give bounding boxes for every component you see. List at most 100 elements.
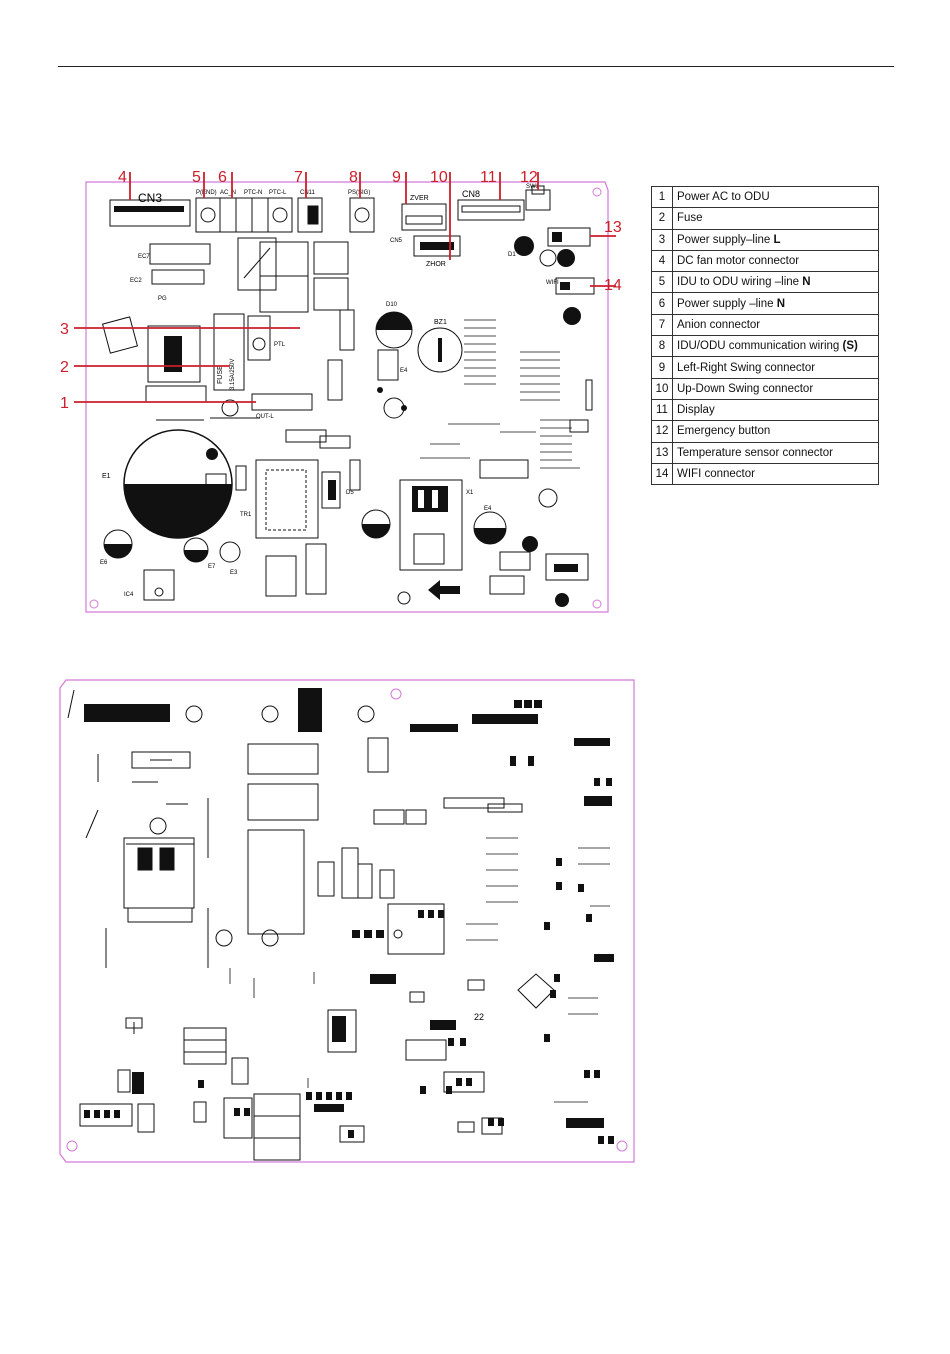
label-ptcl: PTC-L — [269, 190, 287, 196]
label-fuse-rating: 3.15A/250V — [230, 359, 236, 390]
label-zver: ZVER — [410, 195, 429, 202]
label-d10: D10 — [386, 302, 398, 308]
legend-row: 10 Up-Down Swing connector — [651, 377, 879, 400]
callout-11: 11 — [480, 169, 497, 186]
legend-description: IDU/ODU communication wiring (S) — [672, 335, 879, 358]
legend-text: Power supply –line — [677, 297, 777, 310]
legend-text: Left-Right Swing connector — [677, 361, 816, 374]
legend-text: Anion connector — [677, 318, 761, 331]
legend-description: Up-Down Swing connector — [672, 377, 879, 400]
legend-text: Temperature sensor connector — [677, 446, 833, 459]
label-e6: E6 — [100, 560, 108, 566]
legend-emphasis: N — [802, 276, 811, 289]
legend-row: 2 Fuse — [651, 207, 879, 230]
callout-9: 9 — [392, 169, 401, 186]
label-x1: X1 — [466, 490, 474, 496]
legend-description: IDU to ODU wiring –line N — [672, 271, 879, 294]
label-ec7: EC7 — [138, 254, 150, 260]
legend-description: Anion connector — [672, 313, 879, 337]
legend-number: 14 — [651, 462, 673, 486]
legend-row: 1 Power AC to ODU — [651, 185, 879, 209]
label-d1: D1 — [508, 252, 516, 258]
legend-text: Emergency button — [677, 425, 771, 438]
label-ptcn: PTC-N — [244, 190, 262, 196]
label-ptl: PTL — [274, 342, 286, 348]
legend-description: Fuse — [672, 207, 879, 230]
label-e7: E7 — [208, 564, 216, 570]
legend-emphasis: (S) — [842, 340, 858, 353]
label-tr1: TR1 — [240, 512, 252, 518]
legend-emphasis: L — [773, 233, 781, 246]
label-e1: E1 — [102, 473, 111, 480]
legend-description: Power supply –line N — [672, 292, 879, 315]
label-outl: OUT-L — [256, 414, 274, 420]
label-cn5: CN5 — [390, 238, 403, 244]
header-rule — [58, 66, 894, 67]
legend-row: 4 DC fan motor connector — [651, 249, 879, 273]
legend-number: 1 — [651, 185, 673, 209]
callout-2: 2 — [60, 359, 69, 376]
label-zhor: ZHOR — [426, 261, 446, 268]
legend-number: 5 — [651, 271, 673, 294]
legend-row: 9 Left-Right Swing connector — [651, 356, 879, 379]
label-fuse: FUSE — [217, 365, 224, 384]
callout-5: 5 — [192, 169, 201, 186]
legend-row: 14 WIFI connector — [651, 462, 879, 486]
label-pg: PG — [158, 296, 167, 302]
label-bz1: BZ1 — [434, 319, 447, 326]
legend-number: 7 — [651, 313, 673, 337]
legend-description: DC fan motor connector — [672, 249, 879, 273]
legend-description: Power supply–line L — [672, 228, 879, 251]
legend-text: Up-Down Swing connector — [677, 382, 814, 395]
label-pend: P(END) — [196, 190, 217, 196]
legend-text: IDU to ODU wiring –line — [677, 276, 803, 289]
callout-12: 12 — [520, 169, 538, 186]
label-e3: E3 — [230, 570, 238, 576]
callout-3: 3 — [60, 321, 69, 338]
legend-row: 11 Display — [651, 398, 879, 422]
callout-14: 14 — [604, 277, 622, 294]
legend-text: WIFI connector — [677, 468, 755, 480]
legend-number: 6 — [651, 292, 673, 315]
legend-text: Fuse — [677, 212, 703, 225]
legend-description: WIFI connector — [672, 462, 879, 486]
legend-number: 2 — [651, 207, 673, 230]
legend-number: 9 — [651, 356, 673, 379]
pcb-bottom-diagram: 22 — [59, 679, 635, 1163]
legend-text: Power supply–line — [677, 233, 774, 246]
label-cn8: CN8 — [462, 189, 480, 199]
callout-1: 1 — [60, 395, 69, 412]
legend-text: Display — [677, 404, 715, 417]
legend-number: 11 — [651, 398, 673, 422]
label-e4-top: E4 — [400, 368, 408, 374]
legend-number: 12 — [651, 420, 673, 443]
callout-8: 8 — [349, 169, 358, 186]
legend-description: Left-Right Swing connector — [672, 356, 879, 379]
legend-row: 7 Anion connector — [651, 313, 879, 337]
label-d5: D5 — [346, 490, 354, 496]
legend-number: 4 — [651, 249, 673, 273]
label-ec2: EC2 — [130, 278, 142, 284]
label-sw1: SW1 — [526, 184, 540, 190]
legend-number: 10 — [651, 377, 673, 400]
label-22: 22 — [474, 1012, 484, 1022]
legend-number: 3 — [651, 228, 673, 251]
legend-emphasis: N — [776, 297, 786, 310]
legend-description: Display — [672, 398, 879, 422]
legend-text: DC fan motor connector — [677, 255, 800, 268]
legend-number: 13 — [651, 441, 673, 464]
pcb-top-diagram: CN3 P(END) AC_N PTC-N PTC-L CN11 PS(SIG)… — [60, 169, 622, 613]
legend-row: 13 Temperature sensor connector — [651, 441, 879, 464]
label-acn: AC_N — [220, 190, 236, 196]
legend-text: IDU/ODU communication wiring — [677, 340, 843, 353]
legend-text: Power AC to ODU — [677, 191, 770, 204]
legend-description: Temperature sensor connector — [672, 441, 879, 464]
legend-row: 12 Emergency button — [651, 420, 879, 443]
label-cn3: CN3 — [138, 191, 162, 205]
callout-7: 7 — [294, 169, 303, 186]
